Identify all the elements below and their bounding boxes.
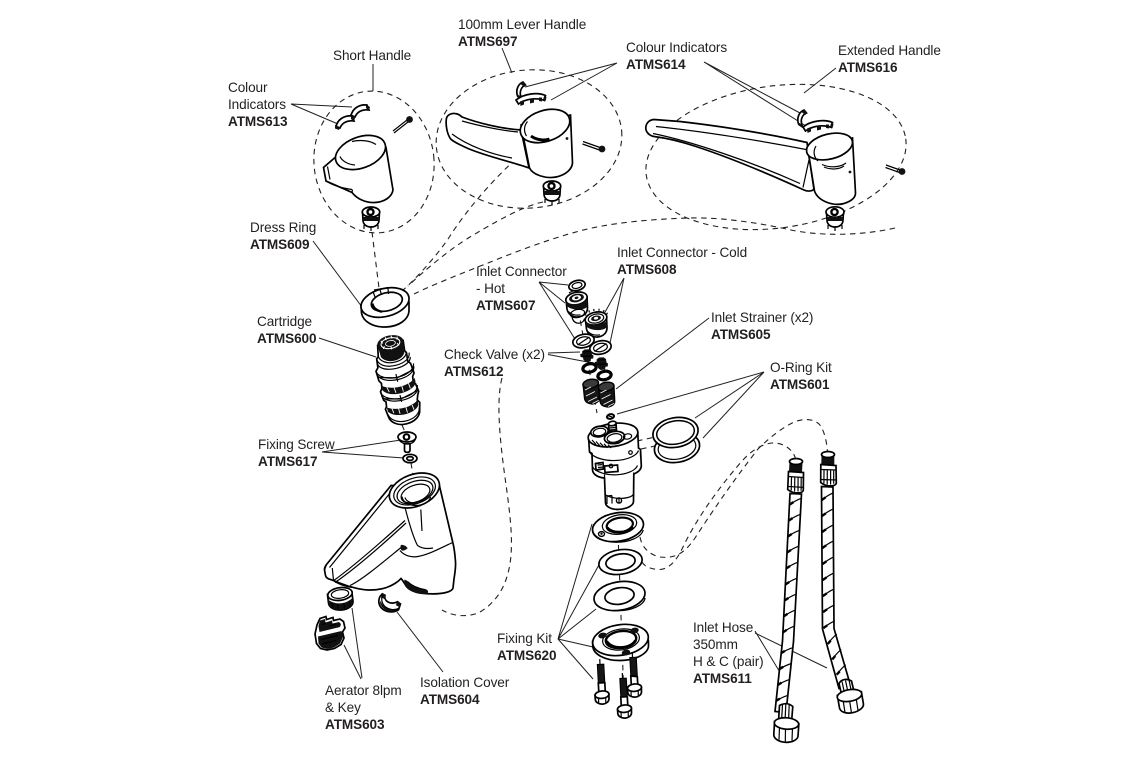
- svg-text:ATMS601: ATMS601: [770, 377, 830, 392]
- svg-text:Inlet Strainer (x2): Inlet Strainer (x2): [711, 310, 813, 325]
- svg-text:ATMS607: ATMS607: [476, 298, 535, 313]
- svg-text:ATMS608: ATMS608: [617, 262, 677, 277]
- svg-text:Short Handle: Short Handle: [333, 48, 411, 63]
- svg-text:Inlet Connector: Inlet Connector: [476, 264, 567, 279]
- svg-text:100mm Lever Handle: 100mm Lever Handle: [458, 17, 586, 32]
- svg-text:Inlet Hose: Inlet Hose: [693, 620, 753, 635]
- svg-text:ATMS604: ATMS604: [420, 692, 480, 707]
- svg-text:ATMS609: ATMS609: [250, 237, 310, 252]
- svg-text:ATMS614: ATMS614: [626, 57, 686, 72]
- svg-text:- Hot: - Hot: [476, 281, 505, 296]
- svg-text:& Key: & Key: [325, 700, 361, 715]
- svg-text:ATMS600: ATMS600: [257, 331, 316, 346]
- svg-text:O-Ring Kit: O-Ring Kit: [770, 360, 832, 375]
- svg-text:Check Valve (x2): Check Valve (x2): [444, 347, 545, 362]
- svg-text:Colour Indicators: Colour Indicators: [626, 40, 727, 55]
- svg-text:Isolation Cover: Isolation Cover: [420, 675, 510, 690]
- svg-text:Inlet Connector - Cold: Inlet Connector - Cold: [617, 245, 747, 260]
- svg-text:ATMS613: ATMS613: [228, 114, 288, 129]
- svg-text:Cartridge: Cartridge: [257, 314, 312, 329]
- svg-text:Colour: Colour: [228, 80, 268, 95]
- svg-text:Dress Ring: Dress Ring: [250, 220, 316, 235]
- svg-text:ATMS616: ATMS616: [838, 60, 898, 75]
- svg-text:Fixing Kit: Fixing Kit: [497, 631, 552, 646]
- svg-text:ATMS611: ATMS611: [693, 671, 752, 686]
- svg-text:ATMS603: ATMS603: [325, 717, 385, 732]
- svg-text:Extended Handle: Extended Handle: [838, 43, 941, 58]
- svg-text:ATMS605: ATMS605: [711, 327, 771, 342]
- svg-text:ATMS697: ATMS697: [458, 34, 517, 49]
- svg-text:H & C (pair): H & C (pair): [693, 654, 764, 669]
- svg-text:ATMS617: ATMS617: [258, 454, 317, 469]
- svg-text:Fixing Screw: Fixing Screw: [258, 437, 335, 452]
- svg-text:350mm: 350mm: [693, 637, 738, 652]
- svg-text:Aerator 8lpm: Aerator 8lpm: [325, 683, 402, 698]
- svg-text:Indicators: Indicators: [228, 97, 286, 112]
- svg-text:ATMS620: ATMS620: [497, 648, 556, 663]
- svg-text:ATMS612: ATMS612: [444, 364, 504, 379]
